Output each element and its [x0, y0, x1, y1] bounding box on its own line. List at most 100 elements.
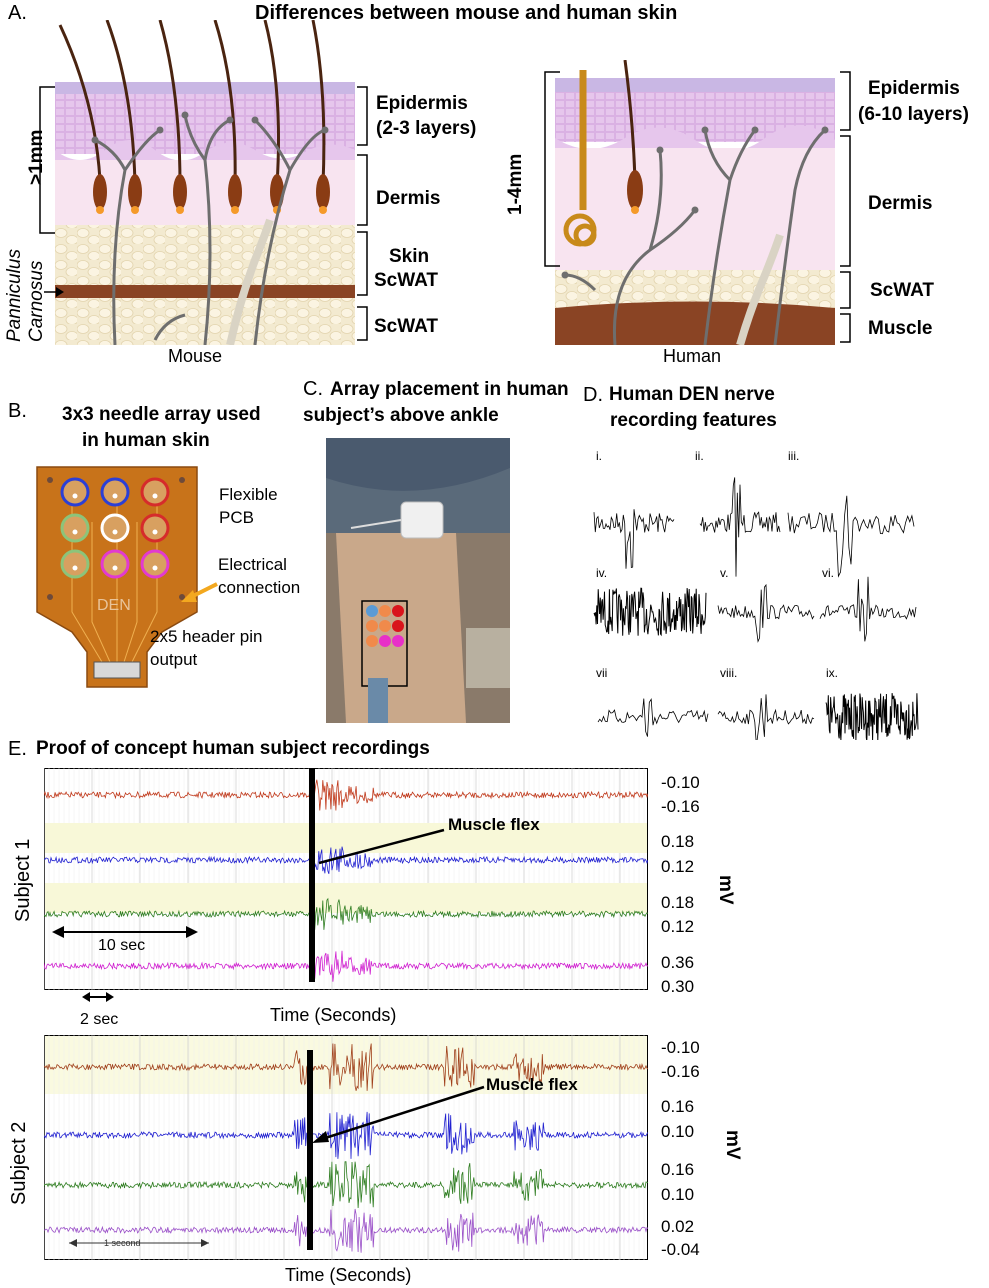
panel-d-letter: D. — [583, 384, 603, 406]
carnosus-label: Carnosus — [26, 260, 47, 342]
subject1-recording-chart — [44, 768, 648, 990]
subject1-muscle-flex-label: Muscle flex — [448, 815, 540, 834]
electrode-dot — [392, 620, 404, 632]
axis-tick-label: 0.12 — [661, 917, 695, 936]
feature-trace — [717, 694, 815, 740]
needle-point — [72, 565, 78, 571]
subject1-2sec-arrow-icon — [82, 992, 114, 1002]
array-electrode-dots — [366, 605, 404, 647]
recording-trace — [44, 897, 648, 930]
feature-label: viii. — [720, 666, 737, 680]
axis-tick-label: 0.36 — [661, 953, 695, 972]
feature-label: ii. — [695, 449, 704, 463]
panel-d-title-1: Human DEN nerve — [609, 384, 775, 405]
subject1-10sec-label: 10 sec — [98, 937, 146, 954]
axis-tick-label: 0.16 — [661, 1160, 695, 1179]
mouse-scwat-label: ScWAT — [374, 316, 439, 337]
mouse-skin-scwat-label: ScWAT — [374, 270, 439, 291]
panel-a-title: Differences between mouse and human skin — [255, 2, 678, 24]
panel-e-title: Proof of concept human subject recording… — [36, 738, 430, 759]
feature-trace — [825, 693, 919, 740]
feature-trace — [593, 509, 675, 569]
ankle-photo — [326, 438, 510, 723]
needle-ring — [60, 477, 90, 507]
needle-ring — [60, 549, 90, 579]
electrical-label: Electrical — [218, 555, 287, 574]
feature-label: iii. — [788, 449, 799, 463]
axis-tick-label: 0.10 — [661, 1122, 695, 1141]
axis-tick-label: 0.02 — [661, 1217, 695, 1236]
recording-trace — [44, 1111, 648, 1159]
human-thickness-label: 1-4mm — [505, 153, 526, 215]
subject2-flex-marker — [307, 1050, 313, 1250]
electrode-dot — [392, 635, 404, 647]
feature-trace — [597, 698, 709, 737]
human-muscle-label: Muscle — [868, 318, 933, 339]
panel-e-letter: E. — [8, 738, 27, 760]
mouse-skin-label: Skin — [389, 246, 430, 267]
subject2-unit: mV — [722, 1130, 743, 1160]
needle-rings — [60, 477, 170, 579]
panel-c-letter: C. — [303, 378, 323, 400]
electrode-dot — [379, 635, 391, 647]
panel-c-title-2: subject’s above ankle — [303, 405, 499, 426]
axis-tick-label: 0.18 — [661, 832, 695, 851]
needle-ring — [100, 549, 130, 579]
feature-label: i. — [596, 449, 602, 463]
axis-tick-label: 0.30 — [661, 977, 695, 996]
feature-trace — [593, 587, 707, 637]
connection-label: connection — [218, 578, 301, 597]
needle-ring — [100, 477, 130, 507]
feature-label: iv. — [596, 566, 607, 580]
needle-array-pcb: DEN — [36, 466, 198, 688]
axis-tick-label: 0.12 — [661, 857, 695, 876]
panel-b-title-2: in human skin — [82, 430, 210, 451]
electrode-dot — [379, 605, 391, 617]
needle-point — [72, 493, 78, 499]
human-thickness-bracket — [544, 71, 560, 267]
mouse-skin-illustration — [55, 20, 355, 345]
recording-trace — [44, 1043, 648, 1091]
panel-b-title-1: 3x3 needle array used — [62, 404, 261, 425]
feature-label: vi. — [822, 566, 834, 580]
electrode-dot — [366, 605, 378, 617]
needle-point — [112, 529, 118, 535]
subject2-1second-label: 1 second — [104, 1238, 141, 1248]
mouse-epidermis-layers: (2-3 layers) — [376, 118, 477, 139]
mouse-dermis-label: Dermis — [376, 188, 441, 209]
mouse-epidermis-label: Epidermis — [376, 93, 468, 114]
panniculus-arrow-icon — [44, 287, 64, 297]
needle-point — [152, 565, 158, 571]
recording-trace — [44, 778, 648, 811]
feature-label: vii — [596, 666, 607, 680]
subject1-label: Subject 1 — [12, 838, 34, 922]
subject2-xlabel: Time (Seconds) — [285, 1265, 412, 1285]
needle-ring — [140, 549, 170, 579]
electrode-dot — [366, 620, 378, 632]
axis-tick-label: -0.16 — [661, 797, 700, 816]
electrode-dot — [366, 635, 378, 647]
human-caption: Human — [663, 346, 722, 366]
pcb-label: PCB — [219, 508, 254, 527]
needle-ring — [140, 477, 170, 507]
needle-ring — [100, 513, 130, 543]
subject2-recording-chart: 1 second — [44, 1035, 648, 1260]
output-label: output — [150, 650, 198, 669]
subject1-xlabel: Time (Seconds) — [270, 1005, 397, 1025]
human-dermis-label: Dermis — [868, 193, 933, 214]
needle-ring — [140, 513, 170, 543]
needle-point — [112, 493, 118, 499]
recording-trace — [44, 1161, 648, 1209]
axis-tick-label: 0.18 — [661, 893, 695, 912]
recording-trace — [44, 950, 648, 982]
feature-trace — [787, 495, 915, 578]
electrode-dot — [392, 605, 404, 617]
axis-tick-label: -0.04 — [661, 1240, 700, 1259]
subject1-unit: mV — [715, 875, 736, 905]
mouse-layer-brackets — [357, 86, 368, 341]
feature-trace — [717, 583, 815, 643]
mouse-caption: Mouse — [168, 346, 223, 366]
subject1-flex-marker — [309, 768, 315, 982]
needle-point — [152, 493, 158, 499]
